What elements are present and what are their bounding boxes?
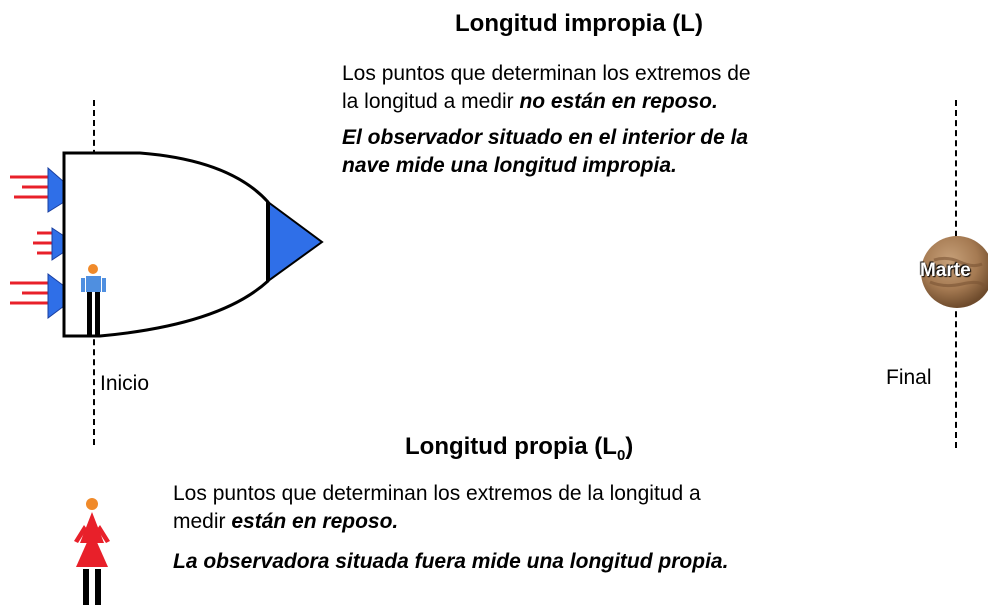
bottom-title: Longitud propia (L0) xyxy=(405,433,633,464)
astronaut-icon xyxy=(81,264,106,336)
bottom-line2-emphasis: están en reposo. xyxy=(231,510,399,533)
bottom-title-subscript: 0 xyxy=(616,446,626,464)
bottom-description-line1: Los puntos que determinan los extremos d… xyxy=(173,482,701,505)
bottom-description: Los puntos que determinan los extremos d… xyxy=(173,480,973,576)
rear-nozzle-top xyxy=(47,166,65,213)
top-title: Longitud impropia (L) xyxy=(455,10,703,37)
exhaust-streaks xyxy=(10,175,52,305)
bottom-line2-plain: medir xyxy=(173,510,232,533)
external-observer-icon xyxy=(74,498,110,605)
bottom-title-close: ) xyxy=(625,433,634,460)
rear-nozzle-middle xyxy=(51,227,65,261)
end-label: Final xyxy=(886,366,932,389)
bottom-description-line2: medir están en reposo. xyxy=(173,508,973,536)
start-label: Inicio xyxy=(100,372,150,395)
top-emphasis-line1: El observador situado en el interior de … xyxy=(342,126,749,149)
top-line2-emphasis: no están en reposo. xyxy=(519,90,718,113)
top-emphasis-line2: nave mide una longitud impropia. xyxy=(342,154,677,177)
top-description: Los puntos que determinan los extremos d… xyxy=(342,60,902,180)
ship-nose-cone xyxy=(267,200,324,283)
rear-nozzle-bottom xyxy=(47,273,65,319)
bottom-emphasis-line: La observadora situada fuera mide una lo… xyxy=(173,550,729,573)
spaceship xyxy=(10,151,324,338)
top-description-line2: la longitud a medir no están en reposo. xyxy=(342,88,902,116)
ship-hull xyxy=(62,151,270,338)
planet-label: Marte xyxy=(920,260,971,281)
bottom-title-main: Longitud propia (L xyxy=(405,433,617,460)
top-line2-plain: la longitud a medir xyxy=(342,90,520,113)
planet-mars-icon xyxy=(921,236,988,308)
top-description-line1: Los puntos que determinan los extremos d… xyxy=(342,62,751,85)
